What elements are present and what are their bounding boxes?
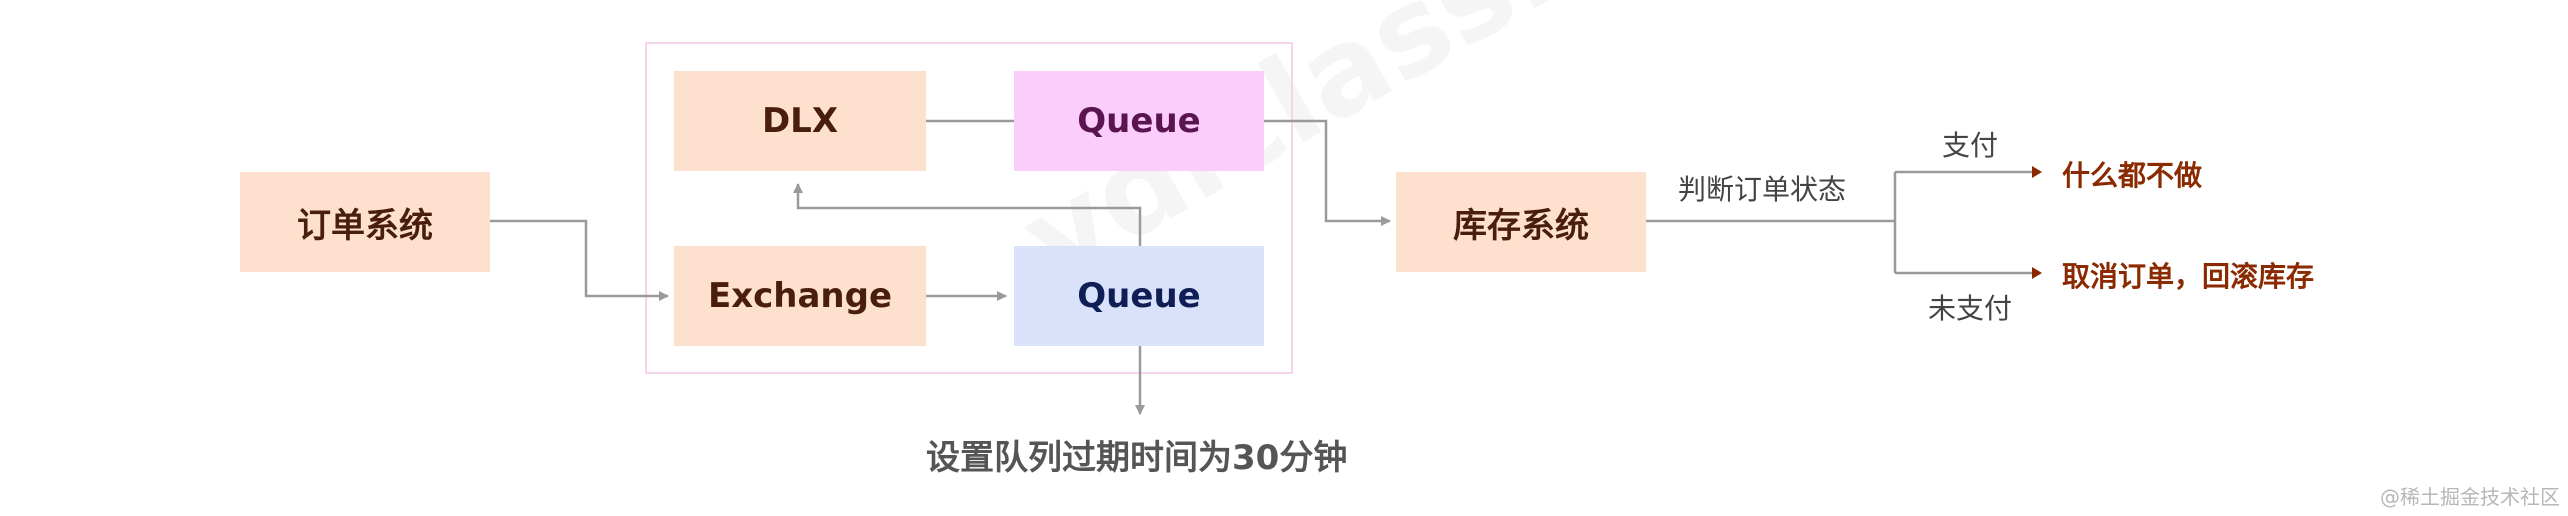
exchange-label: Exchange (707, 276, 893, 316)
inventory-system-node: 库存系统 (1396, 172, 1646, 272)
queue-to-dlx-connector (793, 183, 1142, 246)
queue-bottom-node: Queue (1014, 246, 1264, 346)
queue-bottom-label: Queue (1077, 276, 1201, 316)
branch-unpaid-arrowhead (2032, 267, 2042, 279)
order-system-node: 订单系统 (240, 172, 490, 272)
order-system-label: 订单系统 (297, 205, 433, 246)
dlx-label: DLX (761, 101, 839, 141)
paid-label: 支付 (1942, 129, 1999, 162)
paid-outcome-label: 什么都不做 (2062, 159, 2203, 192)
branch-paid-arrowhead (2032, 166, 2042, 178)
inventory-system-label: 库存系统 (1453, 205, 1589, 246)
order-to-exchange-connector (490, 219, 669, 301)
exchange-node: Exchange (674, 246, 926, 346)
group-container (645, 42, 1293, 374)
check-status-label: 判断订单状态 (1678, 173, 1847, 206)
queue-to-inventory-connector (1264, 119, 1391, 226)
unpaid-outcome-label: 取消订单，回滚库存 (2062, 260, 2315, 293)
footer-watermark: @稀土掘金技术社区 (2380, 485, 2560, 509)
unpaid-label: 未支付 (1928, 292, 2013, 325)
queue-top-label: Queue (1077, 101, 1201, 141)
dlx-node: DLX (674, 71, 926, 171)
queue-top-node: Queue (1014, 71, 1264, 171)
ttl-note: 设置队列过期时间为30分钟 (926, 438, 1348, 478)
